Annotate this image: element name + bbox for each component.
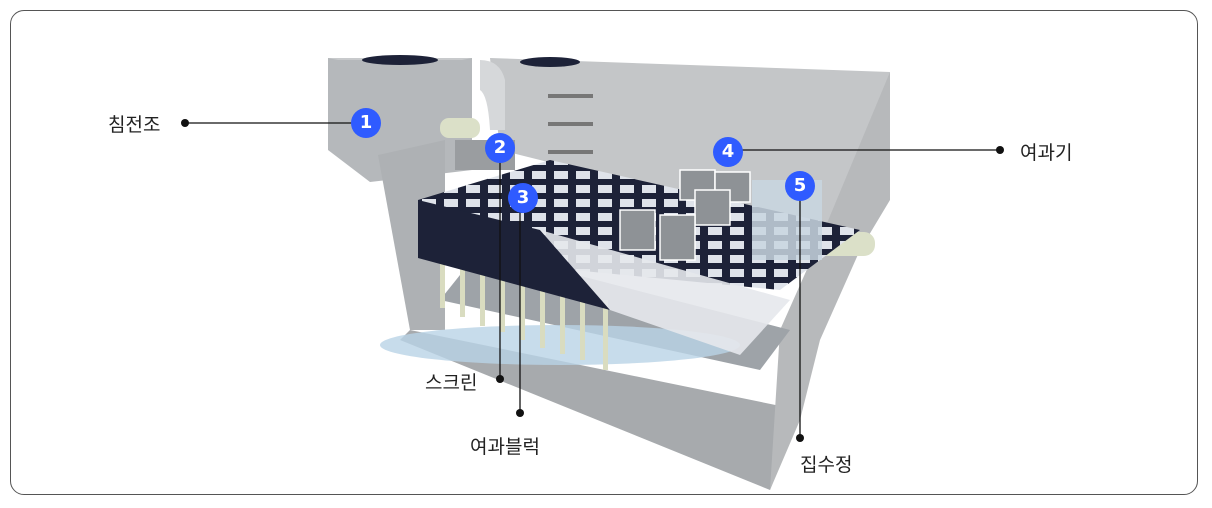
- label-sedimentation-tank: 침전조: [108, 114, 161, 136]
- label-filter-block: 여과블럭: [470, 436, 540, 458]
- diagram-frame: [10, 10, 1198, 495]
- marker-4-badge: 4: [713, 137, 743, 167]
- marker-5-badge: 5: [785, 171, 815, 201]
- label-collection-well: 집수정: [800, 454, 853, 476]
- label-screen: 스크린: [425, 372, 478, 394]
- marker-3-badge: 3: [508, 183, 538, 213]
- marker-2-badge: 2: [485, 133, 515, 163]
- label-filter: 여과기: [1020, 142, 1073, 164]
- marker-1-badge: 1: [351, 108, 381, 138]
